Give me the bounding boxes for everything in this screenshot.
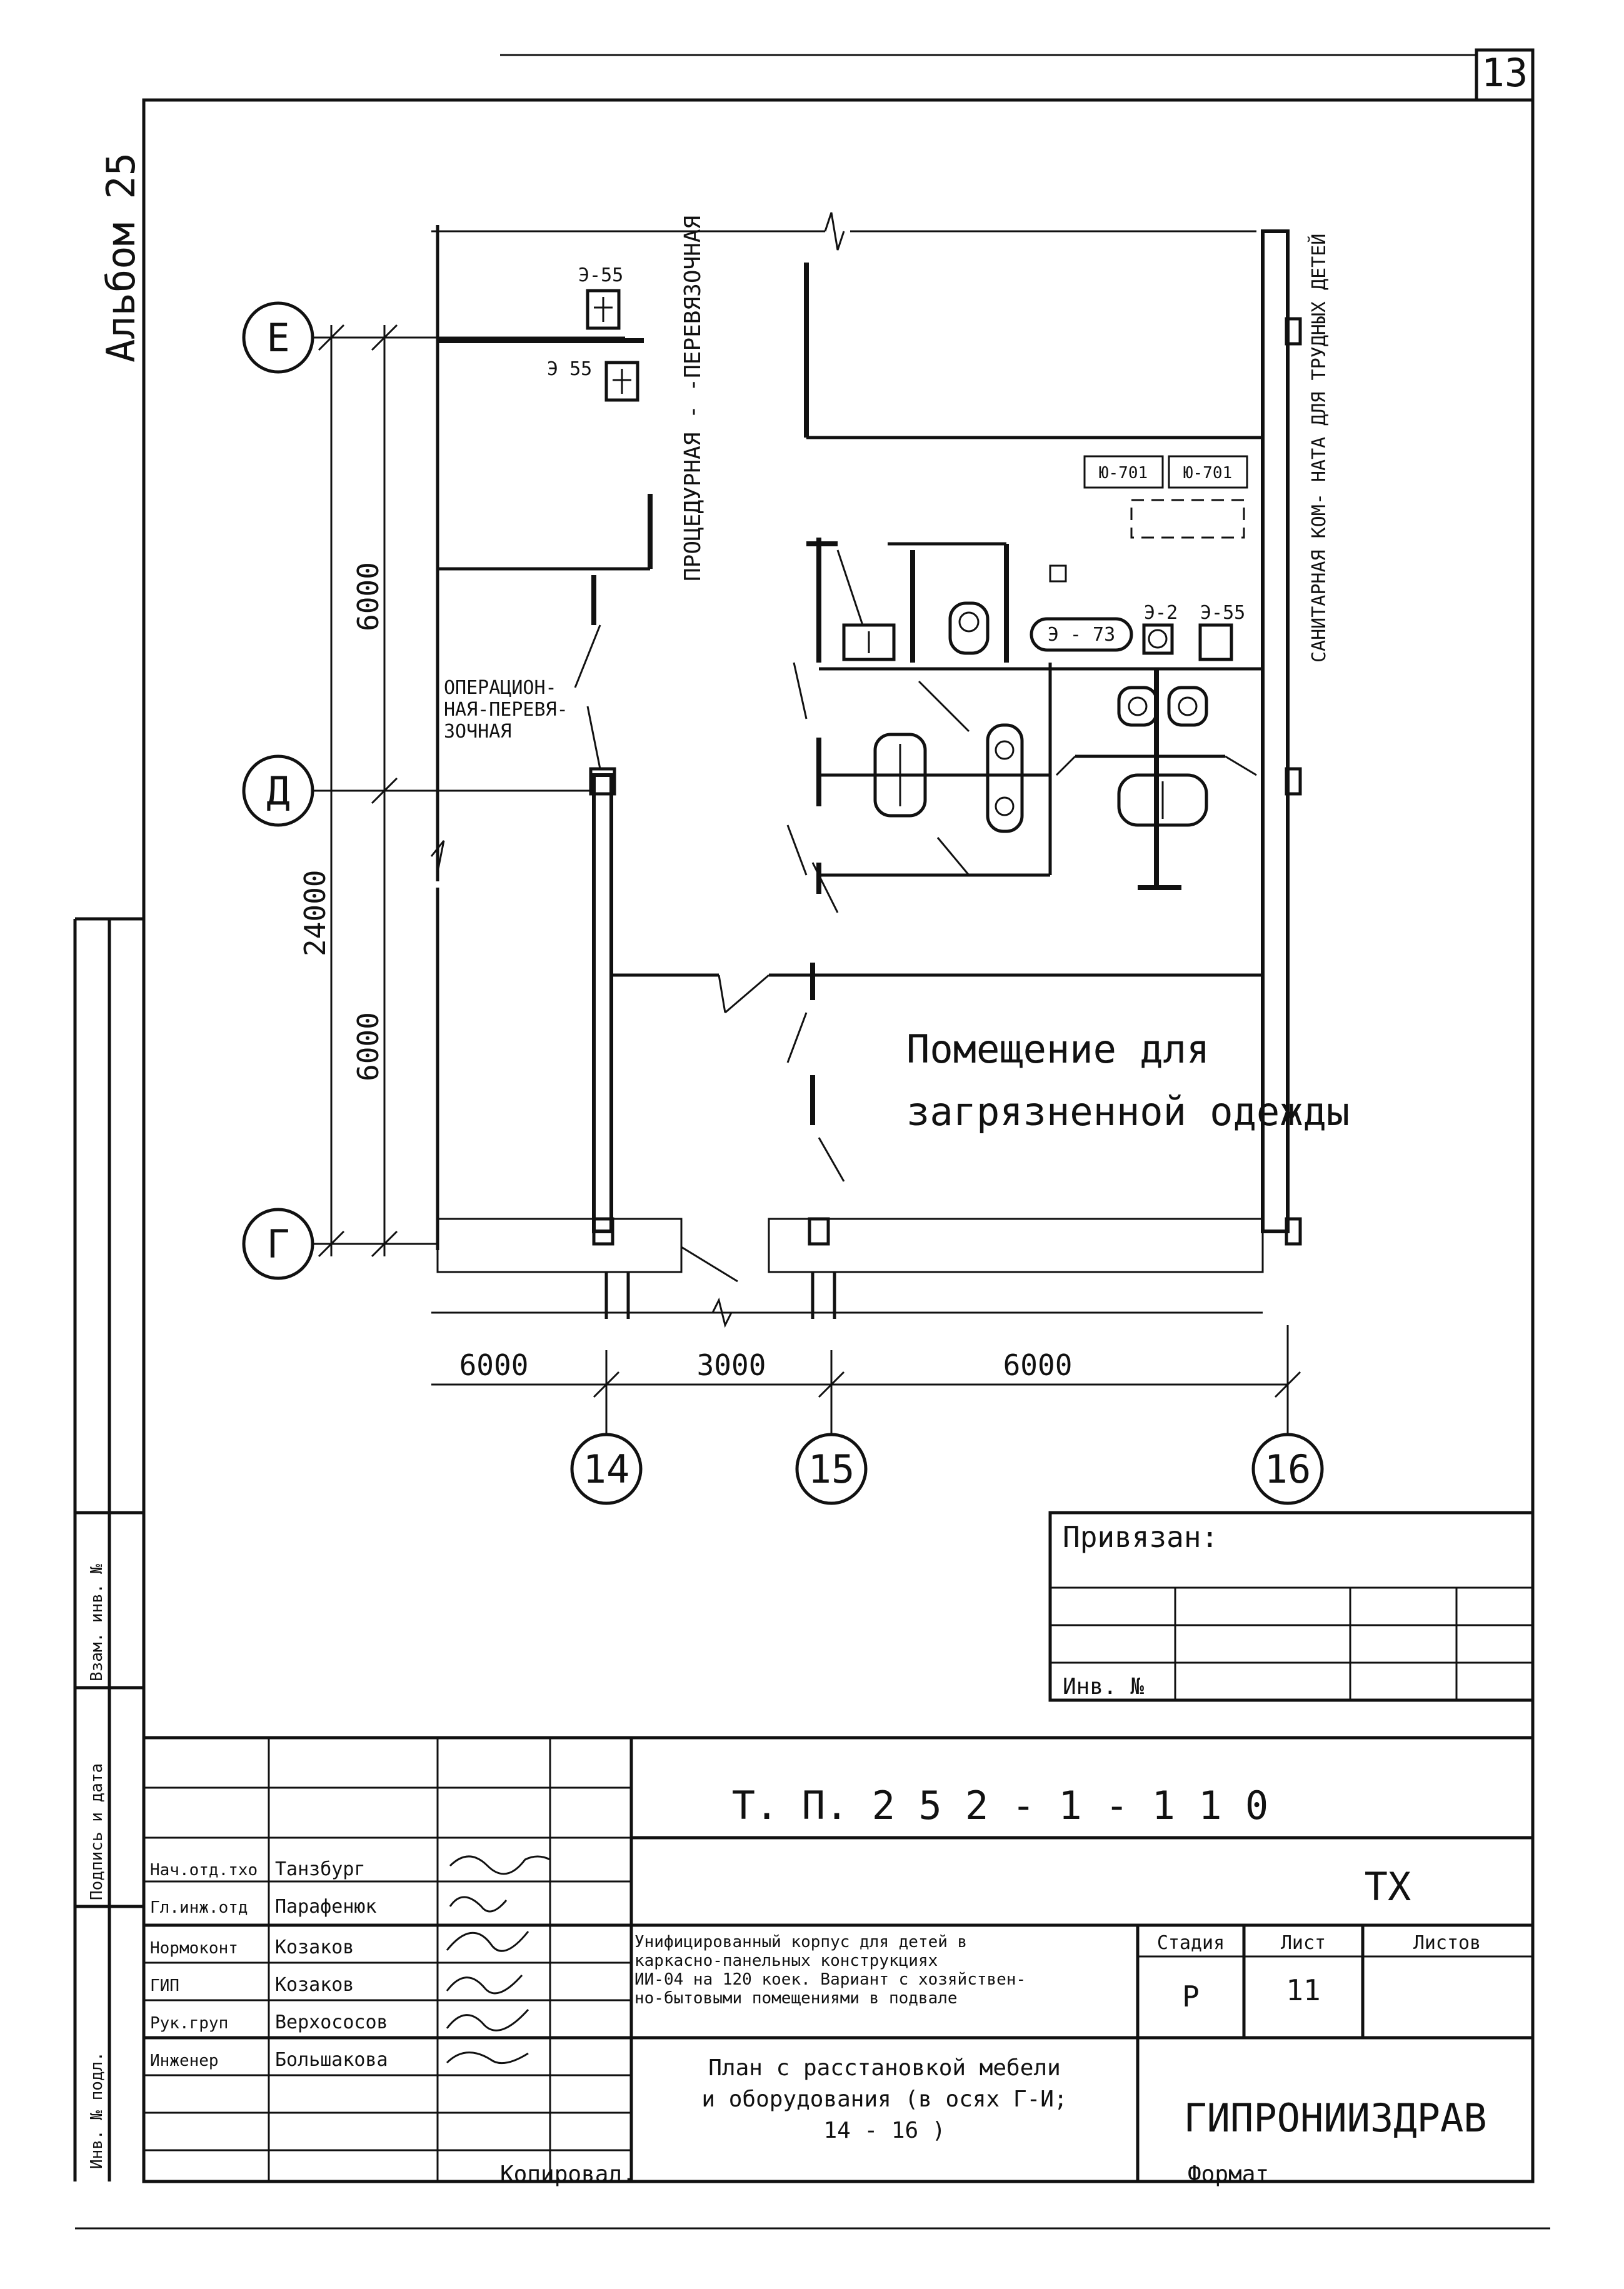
sheet-title-3: 14 - 16 ) [823,2118,945,2143]
corridor-wall-14 [592,773,613,1233]
equipment: Э-55 Э 55 Ю-701 Ю-701 Э - 73 Э-2 Э-55 [547,264,1248,833]
sheet-label: Лист [1281,1932,1326,1954]
signature-4 [446,1975,523,1995]
staff-name-3: Козаков [275,1936,354,1958]
staff-role-4: ГИП [150,1976,179,1995]
signature-6 [446,2051,529,2065]
staff-role-5: Рук.груп [150,2014,228,2033]
dimension-lines: 6000 6000 24000 6000 3000 6000 [298,324,1301,1435]
inventory-number-label: Инв. № [1063,1674,1144,1700]
side-label-inventory: Инв. № подл. [88,2051,106,2169]
room-operating-label-3: ЗОЧНАЯ [444,721,511,743]
sheet-title-1: План с расстановкой мебели [708,2055,1061,2081]
stage-label: Стадия [1157,1932,1225,1954]
dim-horizontal-1: 6000 [459,1348,529,1382]
side-label-signature: Подпись и дата [88,1763,106,1900]
room-soiled-label-1: Помещение для [906,1026,1210,1072]
title-block: Привязан: Инв. № Т. П. 2 5 2 - 1 - 1 1 0… [144,1511,1535,2187]
dim-vertical-1: 6000 [351,562,385,631]
signature-2 [449,1896,508,1913]
staff-role-1: Нач.отд.тхо [150,1861,258,1880]
axis-label-d: Д [266,768,289,814]
dim-vertical-2: 6000 [351,1012,385,1081]
signature-3 [446,1931,529,1952]
staff-role-3: Нормоконт [150,1939,238,1958]
side-strip: Взам. инв. № Подпись и дата Инв. № подл. [73,917,144,2181]
right-outer-wall [1261,229,1290,1233]
axis-label-15: 15 [808,1446,855,1492]
dim-vertical-total: 24000 [298,870,332,956]
album-label: Альбом 25 [98,153,144,363]
room-procedure-label: ПРОЦЕДУРНАЯ - -ПЕРЕВЯЗОЧНАЯ [680,216,706,581]
staff-role-2: Гл.инж.отд [150,1898,248,1917]
dim-horizontal-2: 3000 [697,1348,766,1382]
sheets-label: Листов [1413,1932,1481,1954]
signature-5 [446,2008,529,2031]
organization: ГИПРОНИИЗДРАВ [1183,2095,1486,2141]
equipment-yu701-b: Ю-701 [1183,464,1232,483]
room-operating-label-1: ОПЕРАЦИОН- [444,677,557,699]
sheet-number: 13 [1481,50,1528,96]
dim-horizontal-3: 6000 [1003,1348,1073,1382]
floor-plan [430,212,1302,1328]
staff-role-6: Инженер [150,2051,219,2070]
copied-label: Копировал. [500,2161,636,2187]
format-label: Формат [1188,2161,1269,2187]
axis-bubbles: Е Д Г 14 15 16 [242,301,1324,1505]
drawing-code: Т. П. 2 5 2 - 1 - 1 1 0 [732,1783,1269,1828]
equipment-e55-right: Э-55 [1200,602,1245,624]
staff-name-1: Танзбург [275,1858,366,1880]
axis-label-14: 14 [583,1446,630,1492]
axis-label-16: 16 [1265,1446,1311,1492]
staff-name-5: Верхососов [275,2011,388,2033]
equipment-e73: Э - 73 [1048,624,1115,646]
equipment-e55-mid: Э 55 [547,358,592,380]
project-title-3: ИИ-04 на 120 коек. Вариант с хозяйствен- [634,1970,1026,1989]
signature-1 [449,1855,551,1875]
equipment-yu701-a: Ю-701 [1099,464,1148,483]
equipment-e2: Э-2 [1144,602,1178,624]
stage-value: Р [1182,1980,1200,2013]
axis-label-e: Е [266,315,289,361]
project-title-2: каркасно-панельных конструкциях [634,1951,938,1970]
main-frame [142,98,1535,2183]
room-soiled-label-2: загрязненной одежды [906,1089,1350,1134]
project-title-4: но-бытовыми помещениями в подвале [634,1989,958,2008]
room-operating-label-2: НАЯ-ПЕРЕВЯ- [444,699,568,721]
side-label-replace: Взам. инв. № [88,1564,106,1681]
axis-label-g: Г [266,1221,289,1267]
sheet-value: 11 [1286,1973,1320,2007]
sheet-title-2: и оборудования (в осях Г-И; [701,2086,1067,2112]
staff-name-4: Козаков [275,1974,354,1996]
room-sanitary-label: САНИТАРНАЯ КОМ- НАТА ДЛЯ ТРУДНЫХ ДЕТЕЙ [1308,234,1330,663]
privyazan-label: Привязан: [1063,1520,1218,1554]
staff-name-6: Большакова [275,2049,388,2071]
equipment-e55-top: Э-55 [578,264,623,286]
project-title-1: Унифицированный корпус для детей в [634,1933,967,1951]
staff-name-2: Парафенюк [275,1896,377,1918]
discipline-code: ТХ [1365,1864,1411,1910]
